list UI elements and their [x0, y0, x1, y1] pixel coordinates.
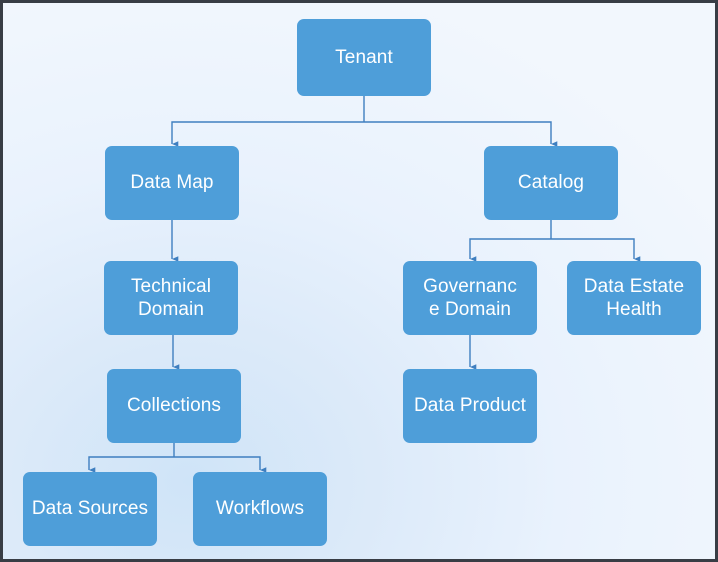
node-data-map[interactable]: Data Map	[105, 146, 239, 220]
connector-lines	[88, 96, 641, 473]
node-data-sources-label: Data Sources	[31, 498, 149, 520]
node-catalog-label: Catalog	[517, 172, 585, 194]
node-layer: Tenant Data Map Catalog Technical Domain…	[3, 3, 715, 559]
node-workflows[interactable]: Workflows	[193, 472, 327, 546]
node-technical-domain-label: Technical Domain	[130, 275, 212, 320]
node-catalog[interactable]: Catalog	[484, 146, 618, 220]
node-data-map-label: Data Map	[130, 172, 214, 194]
node-collections-label: Collections	[126, 395, 222, 417]
node-data-product-label: Data Product	[413, 395, 527, 417]
node-governance-domain-label-line2: e Domain	[428, 299, 512, 320]
edge-collections-workflows	[174, 456, 267, 473]
node-data-estate-health-label: Data Estate Health	[583, 275, 685, 320]
edge-tenant-catalog	[364, 121, 558, 147]
edge-catalog-data-estate-health	[551, 238, 641, 262]
edge-catalog-governance-domain	[469, 238, 551, 262]
edge-collections-data-sources	[88, 456, 174, 473]
node-tenant-label: Tenant	[335, 46, 393, 68]
node-workflows-label: Workflows	[215, 498, 305, 520]
node-collections[interactable]: Collections	[107, 369, 241, 443]
node-tenant[interactable]: Tenant	[297, 19, 431, 96]
node-data-sources[interactable]: Data Sources	[23, 472, 157, 546]
node-data-product[interactable]: Data Product	[403, 369, 537, 443]
node-governance-domain-label-line1: Governanc	[423, 275, 517, 297]
edge-tenant-data-map	[171, 121, 364, 147]
connector-layer	[3, 3, 715, 559]
node-data-estate-health[interactable]: Data Estate Health	[567, 261, 701, 335]
node-technical-domain[interactable]: Technical Domain	[104, 261, 238, 335]
